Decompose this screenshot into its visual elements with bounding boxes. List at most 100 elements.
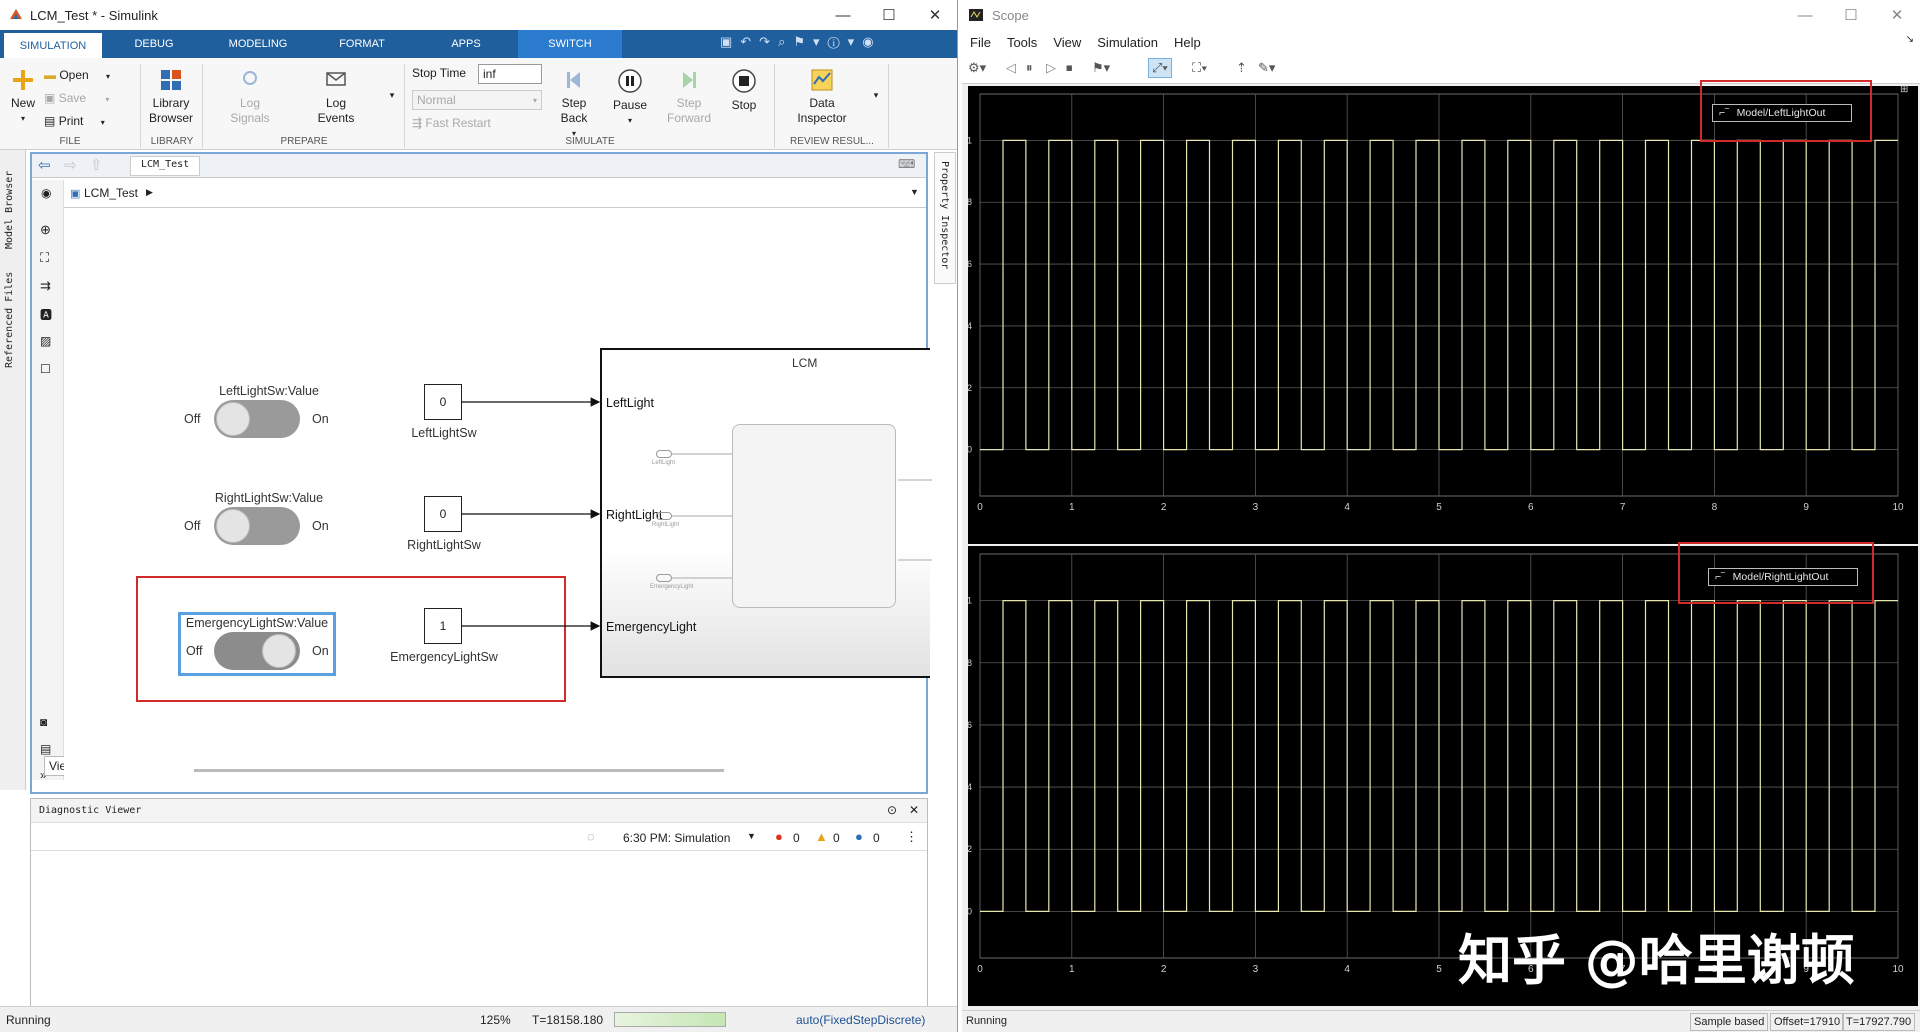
up-arrow-icon[interactable]: ⇧ (90, 157, 103, 174)
cursor-icon[interactable]: ⇡ (1236, 60, 1247, 75)
data-inspector-button[interactable]: Data Inspector (790, 68, 854, 126)
tab-modeling[interactable]: MODELING (228, 38, 288, 50)
divider (888, 64, 889, 148)
highlight-icon[interactable]: ⚑▾ (1092, 60, 1111, 75)
close-button[interactable]: ✕ (928, 7, 942, 24)
menu-help[interactable]: Help (1173, 34, 1201, 50)
referenced-files-tab[interactable]: Referenced Files (4, 271, 15, 369)
log-signals-button[interactable]: Log Signals (220, 68, 280, 126)
signal-series (980, 600, 1898, 912)
menu-tools[interactable]: Tools (1006, 34, 1038, 50)
diag-session[interactable]: 6:30 PM: Simulation (623, 831, 731, 845)
open-button[interactable]: ▬ Open ▾ (44, 68, 111, 82)
pause-button[interactable]: Pause▾ (608, 68, 652, 128)
emergency-light-switch[interactable] (214, 632, 300, 670)
breadcrumb-dropdown-icon[interactable]: ▼ (910, 187, 919, 197)
error-icon[interactable]: ● (775, 829, 783, 844)
hide-show-icon[interactable]: ◉ (41, 186, 52, 200)
scope-minimize-button[interactable]: — (1797, 6, 1813, 24)
horizontal-scrollbar[interactable] (194, 769, 724, 772)
lcm-subsystem[interactable]: LCM LeftLight RightLight EmergencyLight … (600, 348, 932, 678)
step-back-button[interactable]: Step Back▾ (552, 68, 596, 141)
scope-close-button[interactable]: ✕ (1890, 7, 1904, 24)
step-forward-button[interactable]: Step Forward (664, 68, 714, 126)
expand-plot-icon[interactable]: ⊞ (1900, 84, 1909, 95)
fit-view-icon[interactable]: ⛶ (40, 250, 50, 265)
log-signals-label: Log Signals (230, 96, 270, 125)
breadcrumb-model[interactable]: LCM_Test (84, 186, 139, 200)
dock-icon[interactable]: ↘ (1905, 34, 1914, 45)
new-button[interactable]: New▾ (6, 68, 40, 126)
stop-time-input[interactable]: inf (478, 64, 542, 84)
pause-icon[interactable]: ⏸ (1026, 60, 1033, 75)
left-light-switch[interactable] (214, 400, 300, 438)
settings-icon[interactable]: ⚙▾ (968, 60, 987, 75)
menu-view[interactable]: View (1053, 34, 1082, 50)
log-events-button[interactable]: Log Events (306, 68, 366, 126)
scope-maximize-button[interactable]: ☐ (1844, 7, 1858, 24)
right-const-block[interactable]: 0 (424, 496, 462, 532)
prepare-gallery-expand[interactable]: ▾ (389, 90, 395, 100)
camera-icon[interactable]: ◙ (40, 715, 48, 729)
tab-switch[interactable]: SWITCH (518, 30, 622, 58)
keyboard-icon[interactable]: ⌨ (898, 157, 916, 171)
diag-menu-icon[interactable]: ⊙ (887, 803, 898, 817)
library-browser-button[interactable]: Library Browser (146, 68, 196, 126)
left-const-block[interactable]: 0 (424, 384, 462, 420)
print-icon: ▤ (44, 114, 56, 128)
area-icon[interactable]: ☐ (40, 362, 51, 376)
scope-menubar: File Tools View Simulation Help ↘ (962, 30, 1920, 54)
right-switch-title: RightLightSw:Value (214, 491, 324, 505)
fast-restart-button[interactable]: ⇶ Fast Restart (412, 116, 542, 131)
solver-link[interactable]: auto(FixedStepDiscrete) (796, 1013, 926, 1027)
window-title: LCM_Test * - Simulink (30, 7, 158, 23)
x-tick-label: 6 (1528, 964, 1534, 975)
step-forward-icon[interactable]: ▷ (1046, 60, 1056, 75)
legend-1[interactable]: ⌐‾Model/LeftLightOut (1712, 104, 1852, 122)
menu-file[interactable]: File (970, 34, 991, 50)
print-button[interactable]: ▤ Print ▾ (44, 114, 105, 128)
tab-debug[interactable]: DEBUG (134, 38, 174, 50)
menu-simulation[interactable]: Simulation (1097, 34, 1158, 50)
save-button[interactable]: ▣ Save ▾ (44, 91, 110, 105)
property-inspector-tab[interactable]: Property Inspector (934, 152, 956, 284)
forward-arrow-icon[interactable]: ⇨ (64, 157, 77, 174)
emergency-const-block[interactable]: 1 (424, 608, 462, 644)
model-canvas[interactable]: LeftLightSw:Value Off On 0 LeftLightSw R… (64, 212, 932, 787)
more-options-icon[interactable]: ⋮ (905, 829, 918, 844)
fit-icon[interactable]: ⛶▾ (1192, 60, 1208, 75)
review-gallery-expand[interactable]: ▾ (873, 90, 879, 100)
plot-2[interactable]: 01234567891000.20.40.60.81 (968, 546, 1918, 1006)
stop-icon[interactable]: ⏹ (1066, 60, 1073, 75)
zoom-icon[interactable]: ⊕ (40, 222, 51, 237)
stop-button[interactable]: Stop (722, 68, 766, 113)
minimize-button[interactable]: — (835, 6, 851, 24)
session-dropdown-icon[interactable]: ▼ (747, 831, 756, 841)
image-icon[interactable]: ▨ (40, 334, 52, 348)
tab-simulation[interactable]: SIMULATION (4, 30, 102, 58)
step-back-icon[interactable]: ◁ (1006, 60, 1016, 75)
emergency-switch-title: EmergencyLightSw:Value (185, 616, 329, 630)
tab-model[interactable]: LCM_Test (130, 156, 201, 176)
model-browser-tab[interactable]: Model Browser (4, 170, 15, 250)
right-light-switch[interactable] (214, 507, 300, 545)
info-icon[interactable]: ● (855, 829, 863, 844)
quick-access-toolbar[interactable]: ▣↶↷⌕⚑▾ⓘ▾◉ (720, 34, 882, 49)
back-arrow-icon[interactable]: ⇦ (38, 157, 51, 174)
maximize-button[interactable]: ☐ (882, 7, 896, 24)
plot-1[interactable]: 01234567891000.20.40.60.81 (968, 86, 1918, 544)
simulation-mode-select[interactable]: Normal▾ (412, 90, 542, 110)
warning-icon[interactable]: ▲ (815, 829, 828, 844)
expand-icon[interactable]: » (40, 768, 47, 782)
arrow-icon[interactable]: ⇉ (40, 278, 51, 293)
style-icon[interactable]: ✎▾ (1258, 60, 1276, 75)
zoom-in-icon[interactable]: ⤢▾ (1148, 58, 1172, 78)
legend-2[interactable]: ⌐‾Model/RightLightOut (1708, 568, 1858, 586)
left-switch-on-label: On (312, 412, 329, 426)
annotation-icon[interactable]: 🅰 (40, 308, 53, 322)
tab-apps[interactable]: APPS (451, 38, 481, 50)
viewmarks-icon[interactable]: ▤ (40, 742, 52, 756)
x-tick-label: 7 (1620, 502, 1626, 513)
tab-format[interactable]: FORMAT (339, 38, 385, 50)
diag-close-icon[interactable]: ✕ (909, 803, 920, 817)
